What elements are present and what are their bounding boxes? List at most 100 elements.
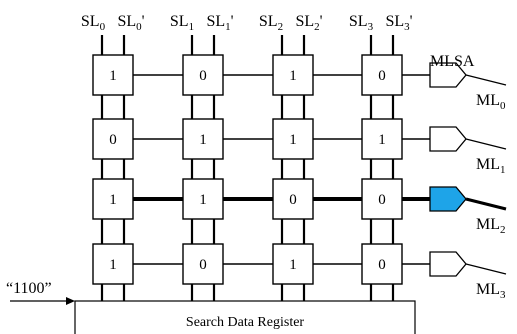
sense-amp-3	[429, 251, 467, 277]
cam-cell: 0	[361, 178, 403, 220]
cam-cell-box	[272, 178, 314, 220]
cam-cell-box	[92, 243, 134, 285]
match-line-label-base: ML	[476, 156, 500, 173]
cam-cells: 1 0 1 0 0 1 1 1 1 1 0 0 1 0 1 0	[92, 54, 403, 285]
match-line-label-sub: 0	[500, 100, 506, 112]
cam-cell-box	[361, 54, 403, 96]
cam-cell-box	[182, 118, 224, 160]
search-line-label-sub: 1	[225, 21, 231, 33]
cam-cell-value: 1	[289, 257, 297, 273]
search-data-register	[74, 300, 416, 334]
search-line-label-base: SL	[206, 13, 225, 30]
search-line-label-4: SL2	[259, 13, 283, 33]
match-line-output-1	[465, 138, 507, 150]
search-line-label-sub: 0	[100, 21, 106, 33]
cam-cell-value: 1	[109, 192, 117, 208]
cam-cell-value: 1	[109, 68, 117, 84]
cam-cell-value: 0	[289, 192, 297, 208]
search-line-label-sub: 3	[404, 21, 410, 33]
search-line-label-1: SL0'	[117, 13, 144, 33]
cam-cell: 0	[272, 178, 314, 220]
cam-cell-box	[92, 118, 134, 160]
cam-cell: 0	[182, 243, 224, 285]
cam-cell: 1	[92, 243, 134, 285]
cam-cell: 0	[92, 118, 134, 160]
search-line-label-0: SL0	[81, 13, 106, 33]
match-line-label-0: ML0	[476, 92, 506, 112]
cam-cell-box	[92, 178, 134, 220]
search-line-label-5: SL2'	[295, 13, 322, 33]
cam-cell-box	[182, 178, 224, 220]
cam-cell-box	[361, 118, 403, 160]
search-line-label-base: SL	[349, 13, 368, 30]
cam-cell: 1	[182, 118, 224, 160]
match-line-label-3: ML3	[476, 281, 506, 301]
search-line-label-prime: '	[231, 13, 234, 30]
cam-cell-value: 0	[378, 192, 386, 208]
cam-cell: 1	[272, 243, 314, 285]
search-line-label-6: SL3	[349, 13, 374, 33]
search-line-label-sub: 0	[136, 21, 142, 33]
match-line-label-2: ML2	[476, 216, 506, 236]
match-line-label-sub: 2	[500, 224, 506, 236]
cam-cell-box	[272, 54, 314, 96]
cam-cell-value: 1	[378, 132, 386, 148]
search-line-label-7: SL3'	[385, 13, 412, 33]
match-line-output-0	[465, 74, 507, 86]
search-data-register-label: Search Data Register	[186, 315, 305, 330]
search-line-label-prime: '	[320, 13, 323, 30]
cam-cell: 0	[182, 54, 224, 96]
cam-cell: 1	[272, 54, 314, 96]
cam-cell: 1	[182, 178, 224, 220]
cam-cell-value: 0	[199, 257, 207, 273]
cam-cell: 0	[361, 243, 403, 285]
search-line-label-base: SL	[81, 13, 100, 30]
cam-cell-box	[272, 118, 314, 160]
cam-cell-value: 1	[289, 68, 297, 84]
match-line-label-sub: 3	[500, 289, 506, 301]
cam-cell-box	[361, 178, 403, 220]
cam-cell: 1	[92, 178, 134, 220]
search-line-label-base: SL	[385, 13, 404, 30]
search-line-label-sub: 3	[368, 21, 374, 33]
cam-cell: 1	[92, 54, 134, 96]
sense-amp-1	[429, 126, 467, 152]
cam-cell-value: 0	[378, 257, 386, 273]
cam-cell-value: 1	[199, 192, 207, 208]
search-data-arrow-head	[66, 297, 75, 305]
cam-cell-value: 0	[378, 68, 386, 84]
match-line-label-1: ML1	[476, 156, 506, 176]
search-line-label-2: SL1	[170, 13, 194, 33]
match-line-label-base: ML	[476, 92, 500, 109]
match-line-label-base: ML	[476, 216, 500, 233]
cam-cell: 1	[361, 118, 403, 160]
search-line-label-sub: 2	[314, 21, 320, 33]
search-line-label-3: SL1'	[206, 13, 233, 33]
cam-cell-value: 1	[289, 132, 297, 148]
search-data-value: “1100”	[6, 280, 52, 297]
cam-cell-box	[361, 243, 403, 285]
match-line-sense-amps	[429, 62, 467, 277]
sense-amp-0	[429, 62, 467, 88]
search-line-label-base: SL	[117, 13, 136, 30]
cam-cell-box	[182, 243, 224, 285]
cam-cell-value: 1	[109, 257, 117, 273]
search-line-label-prime: '	[410, 13, 413, 30]
search-line-label-prime: '	[142, 13, 145, 30]
search-line-label-base: SL	[170, 13, 189, 30]
cam-cell-value: 0	[109, 132, 117, 148]
search-line-label-base: SL	[295, 13, 314, 30]
sense-amp-2	[429, 186, 467, 212]
cam-cell-box	[272, 243, 314, 285]
cam-cell: 1	[272, 118, 314, 160]
mlsa-label: MLSA	[430, 53, 475, 70]
cam-cell-value: 0	[199, 68, 207, 84]
cam-cell-box	[92, 54, 134, 96]
search-line-label-base: SL	[259, 13, 278, 30]
match-line-label-base: ML	[476, 281, 500, 298]
cam-cell: 0	[361, 54, 403, 96]
match-line-label-sub: 1	[500, 164, 506, 176]
